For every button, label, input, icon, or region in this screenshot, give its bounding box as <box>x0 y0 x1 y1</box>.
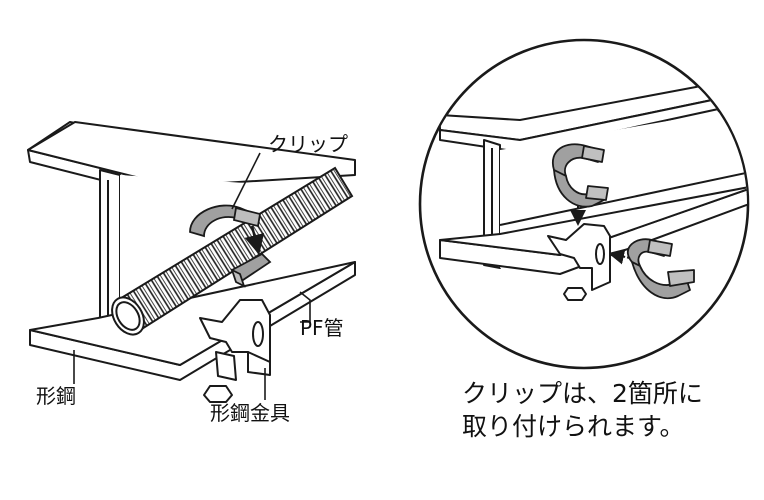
pf-pipe <box>111 166 354 336</box>
assembly-arrow-icon <box>608 248 631 265</box>
clip-right-upper <box>551 143 609 208</box>
detail-circle <box>418 38 750 370</box>
clip-left-upper <box>189 204 262 238</box>
shape-steel-fitting-left <box>199 299 271 403</box>
clip-left-lower <box>230 252 272 288</box>
label-shape-steel: 形鋼 <box>36 384 76 408</box>
label-clip: クリップ <box>268 132 348 156</box>
h-beam-left <box>27 121 356 381</box>
label-shape-steel-fitting: 形鋼金具 <box>210 401 290 425</box>
caption: クリップは、2箇所に 取り付けられます。 <box>462 377 703 443</box>
assembly-arrow-icon <box>244 225 265 255</box>
shape-steel-fitting-right <box>547 223 611 301</box>
leader-pf <box>299 291 311 323</box>
clip-right-side <box>626 238 695 300</box>
caption-line-2: 取り付けられます。 <box>462 412 685 441</box>
leader-clip <box>231 152 261 210</box>
caption-line-1: クリップは、2箇所に <box>462 379 703 408</box>
label-pf-pipe: PF管 <box>300 316 344 340</box>
